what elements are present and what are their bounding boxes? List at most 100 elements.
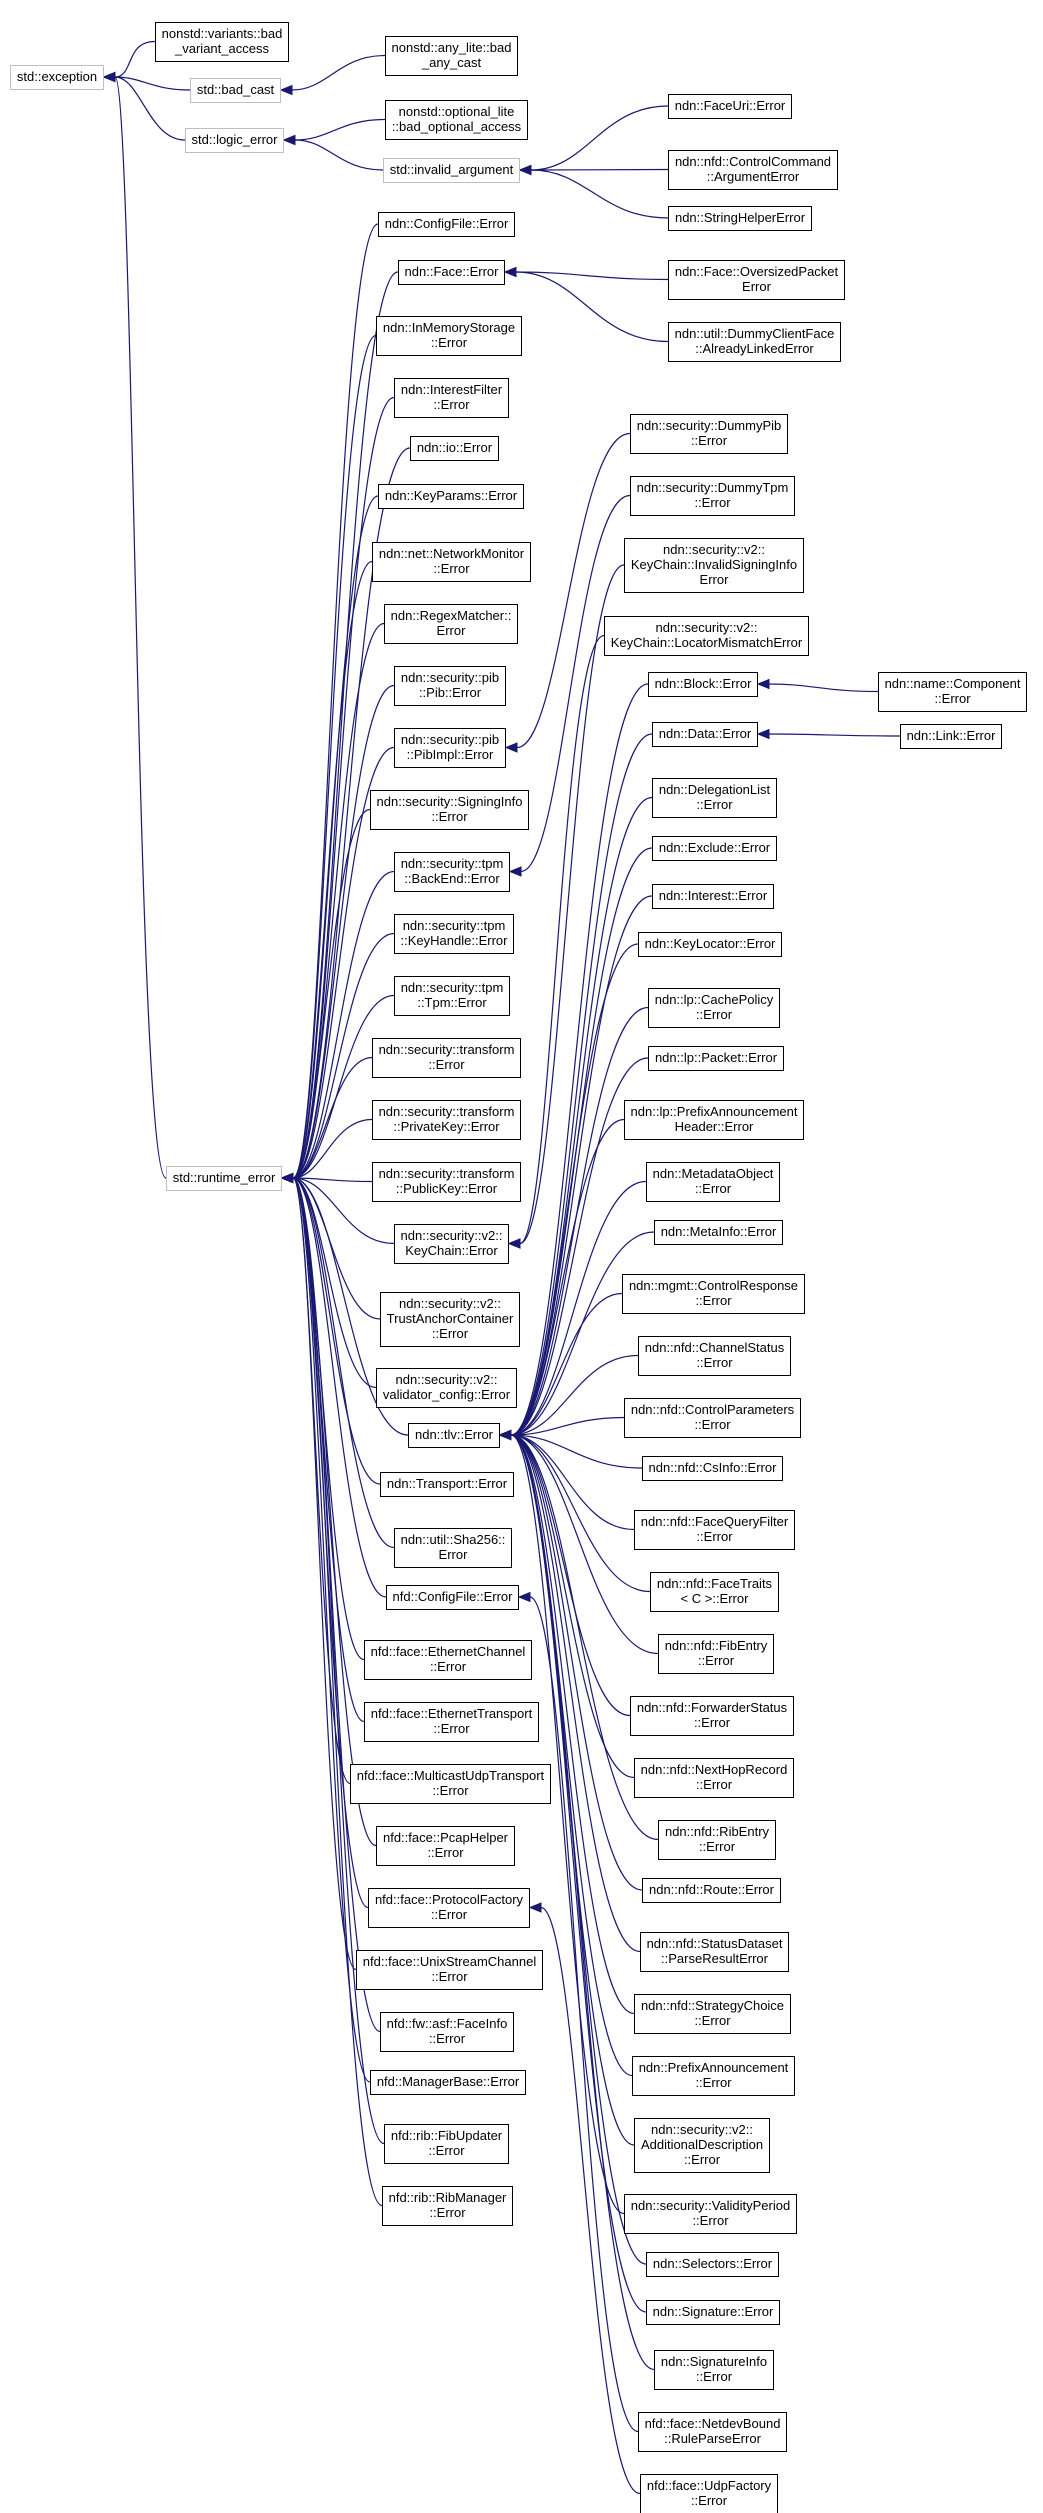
- class-node-label: ndn::util::Sha256::: [401, 1532, 506, 1547]
- class-node-dummypib-error[interactable]: ndn::security::DummyPib::Error: [630, 414, 788, 454]
- class-node-forwarderstatus-error[interactable]: ndn::nfd::ForwarderStatus::Error: [630, 1696, 794, 1736]
- class-node-networkmonitor-error[interactable]: ndn::net::NetworkMonitor::Error: [372, 542, 531, 582]
- class-node-netdevbound-error[interactable]: nfd::face::NetdevBound::RuleParseError: [638, 2412, 787, 2452]
- class-node-managerbase-error[interactable]: nfd::ManagerBase::Error: [370, 2070, 526, 2095]
- class-node-dummyclientface-error[interactable]: ndn::util::DummyClientFace::AlreadyLinke…: [668, 322, 841, 362]
- class-node-keyparams-error[interactable]: ndn::KeyParams::Error: [378, 484, 524, 509]
- class-node-signatureinfo-error[interactable]: ndn::SignatureInfo::Error: [654, 2350, 774, 2390]
- class-node-pibimpl-error[interactable]: ndn::security::pib::PibImpl::Error: [394, 728, 506, 768]
- class-node-label: ndn::MetaInfo::Error: [661, 1224, 777, 1239]
- class-node-prefixannouncement-error[interactable]: ndn::PrefixAnnouncement::Error: [632, 2056, 795, 2096]
- class-node-unixstream-error[interactable]: nfd::face::UnixStreamChannel::Error: [356, 1950, 543, 1990]
- class-node-validityperiod-error[interactable]: ndn::security::ValidityPeriod::Error: [624, 2194, 797, 2234]
- class-node-statusdataset-error[interactable]: ndn::nfd::StatusDataset::ParseResultErro…: [640, 1932, 789, 1972]
- class-node-io-error[interactable]: ndn::io::Error: [410, 436, 499, 461]
- class-node-std-logic-error[interactable]: std::logic_error: [185, 128, 284, 153]
- class-node-additionaldescription-error[interactable]: ndn::security::v2::AdditionalDescription…: [634, 2118, 770, 2173]
- class-node-route-error[interactable]: ndn::nfd::Route::Error: [642, 1878, 781, 1903]
- class-node-facequeryfilter-error[interactable]: ndn::nfd::FaceQueryFilter::Error: [634, 1510, 795, 1550]
- class-node-label: ndn::nfd::ChannelStatus: [645, 1340, 785, 1355]
- class-node-multicastudp-error[interactable]: nfd::face::MulticastUdpTransport::Error: [350, 1764, 551, 1804]
- class-node-tlv-error[interactable]: ndn::tlv::Error: [408, 1423, 500, 1448]
- class-node-channelstatus-error[interactable]: ndn::nfd::ChannelStatus::Error: [638, 1336, 791, 1376]
- inheritance-edge: [519, 634, 605, 1245]
- class-node-tpm-tpm-error[interactable]: ndn::security::tpm::Tpm::Error: [394, 976, 510, 1016]
- class-node-locatormismatch-error[interactable]: ndn::security::v2::KeyChain::LocatorMism…: [604, 616, 809, 656]
- class-node-name-component-error[interactable]: ndn::name::Component::Error: [878, 672, 1027, 712]
- class-node-metadataobject-error[interactable]: ndn::MetadataObject::Error: [646, 1162, 780, 1202]
- class-node-metainfo-error[interactable]: ndn::MetaInfo::Error: [654, 1220, 783, 1245]
- class-node-invalidsigninginfo-error[interactable]: ndn::security::v2::KeyChain::InvalidSign…: [624, 538, 804, 593]
- class-node-optional-lite-bad[interactable]: nonstd::optional_lite::bad_optional_acce…: [385, 100, 528, 140]
- class-node-box: [384, 2124, 509, 2164]
- class-node-sha256-error[interactable]: ndn::util::Sha256::Error: [394, 1528, 512, 1568]
- class-node-interest-error[interactable]: ndn::Interest::Error: [652, 884, 774, 909]
- class-node-ribmanager-error[interactable]: nfd::rib::RibManager::Error: [382, 2186, 513, 2226]
- class-node-exclude-error[interactable]: ndn::Exclude::Error: [652, 836, 777, 861]
- class-node-nfd-configfile-error[interactable]: nfd::ConfigFile::Error: [386, 1585, 519, 1610]
- class-node-label: ndn::lp::CachePolicy: [655, 992, 774, 1007]
- class-node-label: ndn::security::v2::: [656, 620, 758, 635]
- class-node-regexmatcher-error[interactable]: ndn::RegexMatcher::Error: [384, 604, 518, 644]
- class-node-validatorconfig-error[interactable]: ndn::security::v2::validator_config::Err…: [376, 1368, 517, 1408]
- class-node-stringhelper-error[interactable]: ndn::StringHelperError: [668, 206, 812, 231]
- class-node-pib-error[interactable]: ndn::security::pib::Pib::Error: [394, 666, 506, 706]
- class-node-configfile-error[interactable]: ndn::ConfigFile::Error: [378, 212, 515, 237]
- class-node-block-error[interactable]: ndn::Block::Error: [648, 672, 758, 697]
- class-node-signature-error[interactable]: ndn::Signature::Error: [646, 2300, 780, 2325]
- class-node-inmemorystorage-error[interactable]: ndn::InMemoryStorage::Error: [376, 316, 522, 356]
- class-node-faceuri-error[interactable]: ndn::FaceUri::Error: [668, 94, 792, 119]
- class-node-facetraits-error[interactable]: ndn::nfd::FaceTraits< C >::Error: [650, 1572, 779, 1612]
- class-node-ethernettransport-error[interactable]: nfd::face::EthernetTransport::Error: [364, 1702, 539, 1742]
- class-node-lp-packet-error[interactable]: ndn::lp::Packet::Error: [648, 1046, 784, 1071]
- class-node-link-error[interactable]: ndn::Link::Error: [900, 724, 1002, 749]
- class-node-box: [166, 1166, 282, 1191]
- class-node-face-error[interactable]: ndn::Face::Error: [398, 260, 505, 285]
- class-node-fibentry-error[interactable]: ndn::nfd::FibEntry::Error: [658, 1634, 774, 1674]
- class-node-controlparameters-error[interactable]: ndn::nfd::ControlParameters::Error: [624, 1398, 801, 1438]
- inheritance-arrowhead: [756, 728, 770, 740]
- class-node-label: std::runtime_error: [173, 1170, 276, 1185]
- class-node-interestfilter-error[interactable]: ndn::InterestFilter::Error: [394, 378, 509, 418]
- class-node-transport-error[interactable]: ndn::Transport::Error: [380, 1472, 514, 1497]
- class-node-controlcommand-argerror[interactable]: ndn::nfd::ControlCommand::ArgumentError: [668, 150, 838, 190]
- class-node-csinfo-error[interactable]: ndn::nfd::CsInfo::Error: [642, 1456, 783, 1481]
- class-node-protocolfactory-error[interactable]: nfd::face::ProtocolFactory::Error: [368, 1888, 530, 1928]
- class-node-transform-publickey-error[interactable]: ndn::security::transform::PublicKey::Err…: [372, 1162, 521, 1202]
- class-node-box: [658, 1634, 774, 1674]
- class-node-selectors-error[interactable]: ndn::Selectors::Error: [646, 2252, 779, 2277]
- class-node-udpfactory-error[interactable]: nfd::face::UdpFactory::Error: [640, 2474, 778, 2513]
- class-node-std-runtime-error[interactable]: std::runtime_error: [166, 1166, 282, 1191]
- class-node-ribentry-error[interactable]: ndn::nfd::RibEntry::Error: [658, 1820, 776, 1860]
- class-node-std-bad-cast[interactable]: std::bad_cast: [190, 78, 281, 103]
- class-node-strategychoice-error[interactable]: ndn::nfd::StrategyChoice::Error: [634, 1994, 791, 2034]
- class-node-dummytpm-error[interactable]: ndn::security::DummyTpm::Error: [630, 476, 795, 516]
- class-node-std-invalid-argument[interactable]: std::invalid_argument: [383, 158, 520, 183]
- class-node-box: [350, 1764, 551, 1804]
- class-node-trustanchor-error[interactable]: ndn::security::v2::TrustAnchorContainer:…: [380, 1292, 520, 1347]
- class-node-controlresponse-error[interactable]: ndn::mgmt::ControlResponse::Error: [622, 1274, 805, 1314]
- class-node-fibupdater-error[interactable]: nfd::rib::FibUpdater::Error: [384, 2124, 509, 2164]
- class-node-tpm-backend-error[interactable]: ndn::security::tpm::BackEnd::Error: [394, 852, 510, 892]
- class-node-data-error[interactable]: ndn::Data::Error: [652, 722, 758, 747]
- class-node-faceinfo-error[interactable]: nfd::fw::asf::FaceInfo::Error: [380, 2012, 514, 2052]
- class-node-box: [372, 1038, 521, 1078]
- class-node-variants-bad[interactable]: nonstd::variants::bad_variant_access: [155, 22, 289, 62]
- inheritance-edge: [768, 733, 901, 737]
- class-node-nexthoprecord-error[interactable]: ndn::nfd::NextHopRecord::Error: [634, 1758, 794, 1798]
- class-node-transform-error[interactable]: ndn::security::transform::Error: [372, 1038, 521, 1078]
- class-node-any-lite-bad[interactable]: nonstd::any_lite::bad_any_cast: [385, 36, 518, 76]
- class-node-keychain-error[interactable]: ndn::security::v2::KeyChain::Error: [394, 1224, 509, 1264]
- class-node-keylocator-error[interactable]: ndn::KeyLocator::Error: [638, 932, 782, 957]
- class-node-pcaphelper-error[interactable]: nfd::face::PcapHelper::Error: [376, 1826, 515, 1866]
- class-node-delegationlist-error[interactable]: ndn::DelegationList::Error: [652, 778, 777, 818]
- class-node-signinginfo-error[interactable]: ndn::security::SigningInfo::Error: [370, 790, 529, 830]
- class-node-std-exception[interactable]: std::exception: [10, 65, 104, 90]
- class-node-cachepolicy-error[interactable]: ndn::lp::CachePolicy::Error: [648, 988, 780, 1028]
- class-node-tpm-keyhandle-error[interactable]: ndn::security::tpm::KeyHandle::Error: [394, 914, 514, 954]
- class-node-transform-privatekey-error[interactable]: ndn::security::transform::PrivateKey::Er…: [372, 1100, 521, 1140]
- class-node-ethernetchannel-error[interactable]: nfd::face::EthernetChannel::Error: [364, 1640, 532, 1680]
- inheritance-edge: [292, 622, 385, 1179]
